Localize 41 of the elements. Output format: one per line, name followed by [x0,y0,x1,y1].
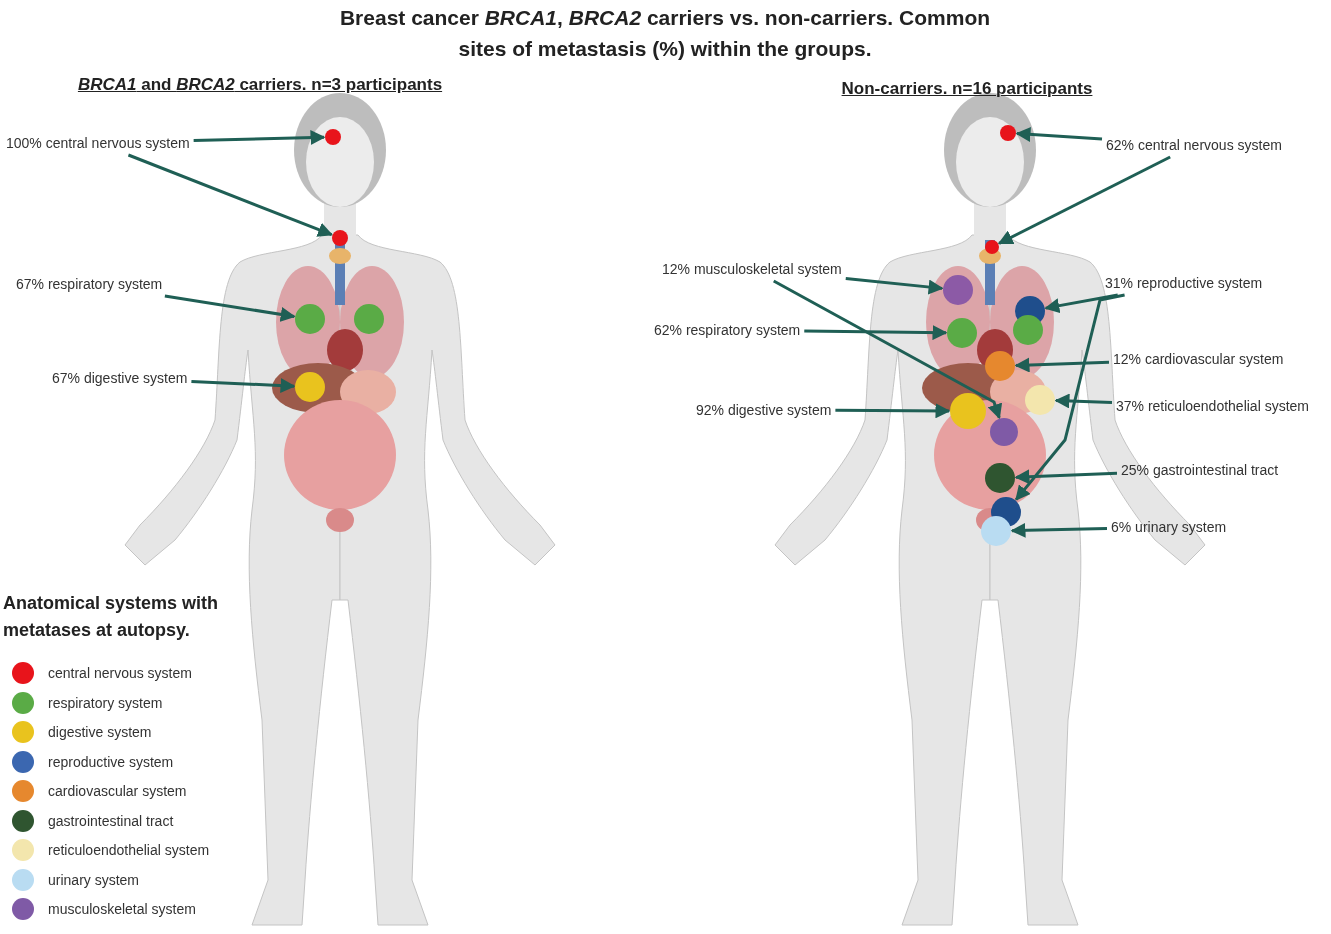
arrow [835,403,951,419]
arrow [997,155,1171,245]
arrow [773,279,1003,420]
legend-label: cardiovascular system [48,783,187,799]
title: Breast cancer BRCA1, BRCA2 carriers vs. non-carriers. Common sites of metastasis (%) within the groups. [338,5,992,62]
callout-label: 12% cardiovascular system [1113,349,1284,369]
arrow [1010,522,1108,538]
legend-heading: Anatomical systems with metatases at autopsy. [3,592,220,642]
arrow [164,294,296,322]
callout-label: 62% central nervous system [1106,135,1282,155]
legend-label: musculoskeletal system [48,901,196,917]
legend-label: central nervous system [48,665,192,681]
arrow [804,325,948,341]
callout-label: 92% digestive system [696,400,832,420]
legend-label: gastrointestinal tract [48,812,174,829]
group-heading: Non-carriers. n=16 participants [841,79,1093,99]
arrow [1044,293,1119,314]
arrow [1014,357,1110,373]
legend-label: digestive system [48,724,152,740]
callout-label: 25% gastrointestinal tract [1121,460,1279,480]
legend-label: reticuloendothelial system [48,842,210,858]
arrow [845,277,944,295]
callout-label: 31% reproductive system [1105,273,1263,293]
callout-label: 12% musculoskeletal system [662,259,842,279]
callout-label: 67% respiratory system [16,274,163,294]
arrow [191,378,296,394]
legend-label: reproductive system [48,753,174,770]
arrow [1015,293,1125,501]
callout-label: 6% urinary system [1111,517,1227,537]
callout-label: 37% reticuloendothelial system [1116,396,1309,416]
arrow [1015,126,1103,142]
callout-label: 67% digestive system [52,368,188,388]
legend-label: respiratory system [48,694,163,711]
callout-label: 62% respiratory system [654,320,801,340]
arrow [127,153,333,237]
arrow [193,130,326,146]
arrow [1054,393,1113,409]
group-heading: BRCA1 and BRCA2 carriers. n=3 participants [77,75,443,95]
legend-label: urinary system [48,871,140,888]
arrow [1014,469,1118,485]
callout-label: 100% central nervous system [6,133,190,153]
